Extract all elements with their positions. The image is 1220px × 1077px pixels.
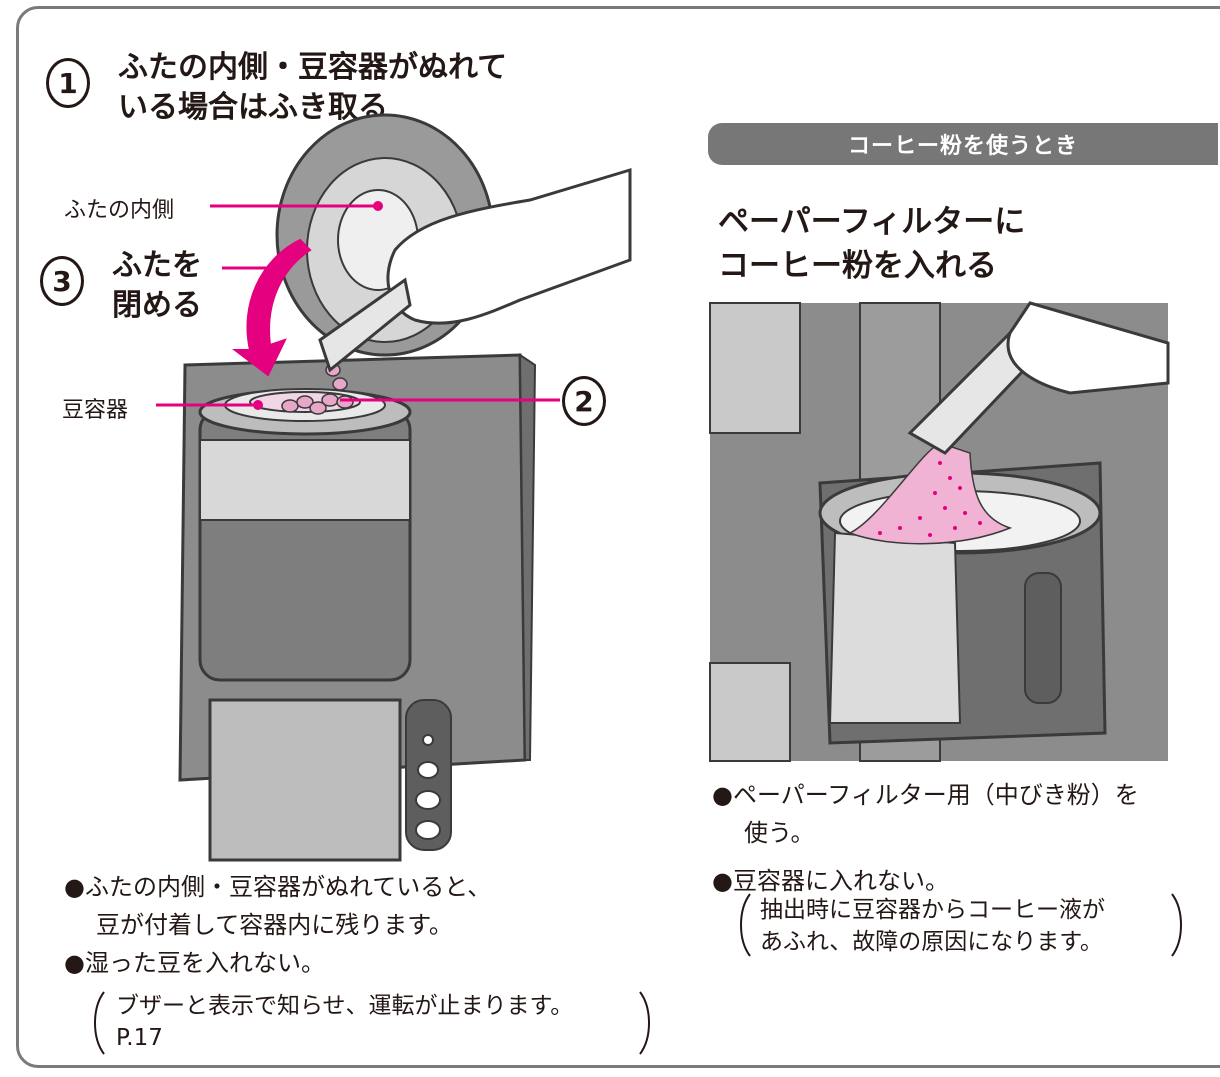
right-paren-line1: 抽出時に豆容器からコーヒー液が	[760, 897, 1105, 923]
step-1-heading-line1: ふたの内側・豆容器がぬれて	[118, 50, 508, 85]
left-note1-line2: 豆が付着して容器内に残ります。	[96, 911, 453, 939]
right-note1-line2: 使う。	[744, 819, 815, 847]
step-3-heading: ふたを 閉める	[112, 246, 202, 326]
page-frame	[16, 6, 1220, 1068]
right-note2: ●豆容器に入れない。	[712, 867, 949, 895]
label-lid-inside: ふたの内側	[64, 198, 175, 223]
left-notes: ●ふたの内側・豆容器がぬれていると、 豆が付着して容器内に残ります。 ●湿った豆…	[64, 868, 491, 982]
right-heading: ペーパーフィルターに コーヒー粉を入れる	[718, 200, 1025, 288]
step-1-heading: ふたの内側・豆容器がぬれて いる場合はふき取る	[118, 48, 507, 128]
left-note1-line1: ●ふたの内側・豆容器がぬれていると、	[64, 873, 492, 901]
left-note2: ●湿った豆を入れない。	[64, 949, 325, 977]
filter-basket-illustration	[709, 301, 1170, 762]
hand-icon	[386, 167, 632, 325]
step-1-heading-line2: いる場合はふき取る	[118, 90, 388, 125]
paren-icon	[94, 991, 650, 1055]
step-3-number: 3	[40, 256, 84, 306]
measuring-spoon-icon	[318, 277, 412, 373]
right-heading-line2: コーヒー粉を入れる	[718, 248, 997, 284]
right-paren-note: 抽出時に豆容器からコーヒー液が あふれ、故障の原因になります。	[738, 890, 1184, 960]
right-note1-line1: ●ペーパーフィルター用（中びき粉）を	[712, 781, 1139, 809]
step-1-number: 1	[46, 58, 90, 108]
step-3-heading-line1: ふたを	[112, 248, 202, 283]
section-banner: コーヒー粉を使うとき	[708, 123, 1218, 165]
label-bean-container: 豆容器	[62, 398, 129, 423]
paren-icon	[740, 893, 1182, 957]
right-heading-line1: ペーパーフィルターに	[718, 204, 1026, 240]
close-arrow-icon	[232, 238, 312, 377]
right-paren-line2: あふれ、故障の原因になります。	[760, 929, 1103, 955]
coffee-maker-illustration	[178, 113, 632, 862]
left-paren-line2: P.17	[116, 1025, 163, 1051]
step-2-number: 2	[562, 376, 606, 426]
left-paren-note: ブザーと表示で知らせ、運転が止まります。 P.17	[92, 988, 652, 1058]
right-notes: ●ペーパーフィルター用（中びき粉）を 使う。 ●豆容器に入れない。	[712, 776, 1139, 900]
left-paren-line1: ブザーと表示で知らせ、運転が止まります。	[116, 993, 574, 1019]
step-3-heading-line2: 閉める	[112, 288, 202, 323]
